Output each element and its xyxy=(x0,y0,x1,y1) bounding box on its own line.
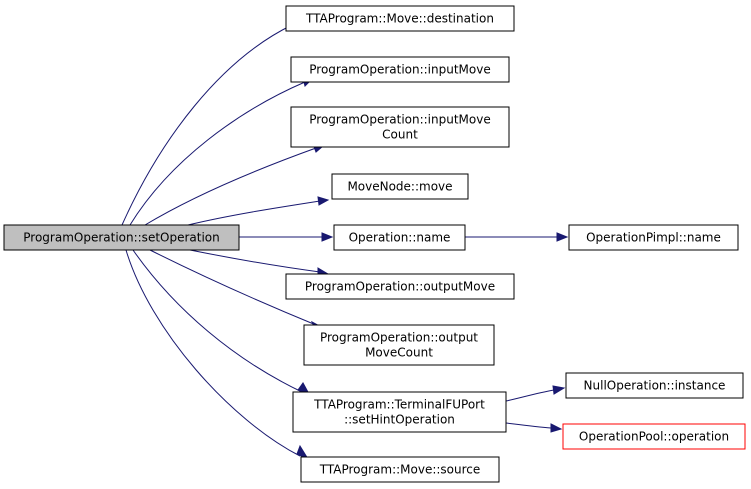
node-program-operation-output-move-box[interactable] xyxy=(285,273,515,300)
node-tta-move-source-label-line-1: TTAProgram::Move::source xyxy=(319,463,481,477)
node-operation-pool-operation-label-line-1: OperationPool::operation xyxy=(579,430,729,444)
node-program-operation-output-move-count-box[interactable] xyxy=(303,324,495,366)
node-program-operation-input-move-label-line-1: ProgramOperation::inputMove xyxy=(309,63,490,77)
node-terminal-fu-port-set-hint-operation-box[interactable] xyxy=(292,391,507,433)
edge-root-to-output-move xyxy=(189,249,321,273)
node-operation-name-box[interactable] xyxy=(333,224,466,251)
node-tta-move-destination-box[interactable] xyxy=(285,5,515,32)
edge-root-to-source xyxy=(125,249,301,457)
node-program-operation-output-move-label-line-1: ProgramOperation::outputMove xyxy=(305,280,495,294)
call-nodes: ProgramOperation::setOperationTTAProgram… xyxy=(3,5,746,483)
edge-hint-to-pool-operation-arrowhead xyxy=(550,423,563,433)
node-terminal-fu-port-set-hint-operation[interactable]: TTAProgram::TerminalFUPort::setHintOpera… xyxy=(292,391,507,433)
node-tta-move-source-box[interactable] xyxy=(300,456,500,483)
node-move-node-move-box[interactable] xyxy=(331,173,469,200)
node-operation-pimpl-name-box[interactable] xyxy=(568,224,739,251)
node-tta-move-destination[interactable]: TTAProgram::Move::destination xyxy=(285,5,515,32)
node-operation-pimpl-name-label-line-1: OperationPimpl::name xyxy=(586,231,721,245)
node-program-operation-input-move-box[interactable] xyxy=(290,56,510,83)
edge-root-to-move-node-move-arrowhead xyxy=(317,196,330,206)
edge-hint-to-pool-operation xyxy=(505,422,552,429)
node-program-operation-set-operation[interactable]: ProgramOperation::setOperation xyxy=(3,224,240,251)
node-operation-pimpl-name[interactable]: OperationPimpl::name xyxy=(568,224,739,251)
edge-root-to-output-move-count xyxy=(149,249,317,326)
node-operation-pool-operation-box[interactable] xyxy=(562,423,746,450)
edge-root-to-destination xyxy=(121,24,293,226)
node-program-operation-input-move-count-box[interactable] xyxy=(290,106,510,148)
node-null-operation-instance-label-line-1: NullOperation::instance xyxy=(584,379,726,393)
node-program-operation-input-move[interactable]: ProgramOperation::inputMove xyxy=(290,56,510,83)
node-move-node-move-label-line-1: MoveNode::move xyxy=(347,180,452,194)
edge-root-to-operation-name-arrowhead xyxy=(321,232,334,242)
edge-hint-to-null-instance xyxy=(505,389,555,402)
node-tta-move-source[interactable]: TTAProgram::Move::source xyxy=(300,456,500,483)
edge-name-to-pimpl-name-arrowhead xyxy=(556,232,569,242)
node-program-operation-input-move-count-label-line-1: ProgramOperation::inputMove xyxy=(309,113,490,127)
edge-root-to-move-node-move xyxy=(187,200,321,226)
node-operation-name-label-line-1: Operation::name xyxy=(349,231,451,245)
node-operation-name[interactable]: Operation::name xyxy=(333,224,466,251)
node-program-operation-set-operation-label-line-1: ProgramOperation::setOperation xyxy=(23,231,220,245)
node-program-operation-input-move-count-label-line-2: Count xyxy=(382,128,418,142)
node-program-operation-output-move[interactable]: ProgramOperation::outputMove xyxy=(285,273,515,300)
node-move-node-move[interactable]: MoveNode::move xyxy=(331,173,469,200)
node-terminal-fu-port-set-hint-operation-label-line-1: TTAProgram::TerminalFUPort xyxy=(313,398,485,412)
node-null-operation-instance-box[interactable] xyxy=(565,372,744,399)
node-tta-move-destination-label-line-1: TTAProgram::Move::destination xyxy=(305,12,494,26)
edge-root-to-input-move xyxy=(129,81,306,226)
node-terminal-fu-port-set-hint-operation-label-line-2: ::setHintOperation xyxy=(344,413,455,427)
node-operation-pool-operation[interactable]: OperationPool::operation xyxy=(562,423,746,450)
node-program-operation-output-move-count-label-line-1: ProgramOperation::output xyxy=(320,331,478,345)
edge-root-to-input-move-count xyxy=(144,147,317,226)
node-null-operation-instance[interactable]: NullOperation::instance xyxy=(565,372,744,399)
edge-root-to-set-hint xyxy=(132,249,303,393)
node-program-operation-set-operation-box[interactable] xyxy=(3,224,240,251)
edge-hint-to-null-instance-arrowhead xyxy=(552,385,566,395)
node-program-operation-output-move-count-label-line-2: MoveCount xyxy=(365,346,433,360)
